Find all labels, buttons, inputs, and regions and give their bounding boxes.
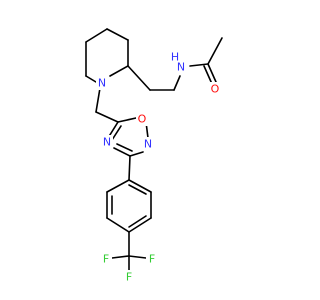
bond	[111, 255, 130, 259]
bond	[173, 75, 181, 91]
bond	[128, 184, 147, 195]
fluorine-label: F	[149, 253, 155, 266]
bond	[127, 65, 151, 91]
bond	[207, 37, 223, 65]
atom-labels: N N H O O N N F F F	[96, 51, 221, 284]
fluorine-label: F	[126, 271, 132, 284]
bond	[117, 117, 137, 123]
molecule-structure: N N H O O N N F F F	[85, 28, 223, 284]
piperidine-nitrogen-label: N	[98, 77, 106, 90]
bond	[128, 217, 152, 233]
fluorine-label: F	[103, 253, 109, 266]
bond	[113, 147, 131, 157]
amide-nitrogen-label: N	[177, 61, 185, 74]
bond	[111, 125, 122, 141]
bond	[106, 28, 129, 41]
bond	[128, 255, 147, 259]
bond	[128, 215, 147, 228]
oxadiazole-nitrogen-label: N	[103, 136, 111, 149]
bond	[128, 179, 152, 193]
bond	[129, 151, 144, 157]
amide-hydrogen-label: H	[171, 51, 179, 64]
oxadiazole-oxygen-label: O	[138, 113, 147, 126]
bond	[207, 63, 217, 83]
bond	[203, 65, 213, 85]
bond	[128, 155, 131, 181]
bonds	[85, 28, 223, 271]
bond	[95, 87, 101, 113]
bond	[109, 65, 129, 77]
carbonyl-oxygen-label: O	[211, 83, 220, 96]
bond	[189, 63, 209, 67]
bond	[106, 179, 130, 193]
bond	[116, 143, 133, 152]
bond	[95, 111, 119, 123]
bond	[106, 217, 130, 233]
oxadiazole-nitrogen-label: N	[144, 138, 152, 151]
bond	[85, 75, 97, 83]
bond	[85, 28, 108, 43]
